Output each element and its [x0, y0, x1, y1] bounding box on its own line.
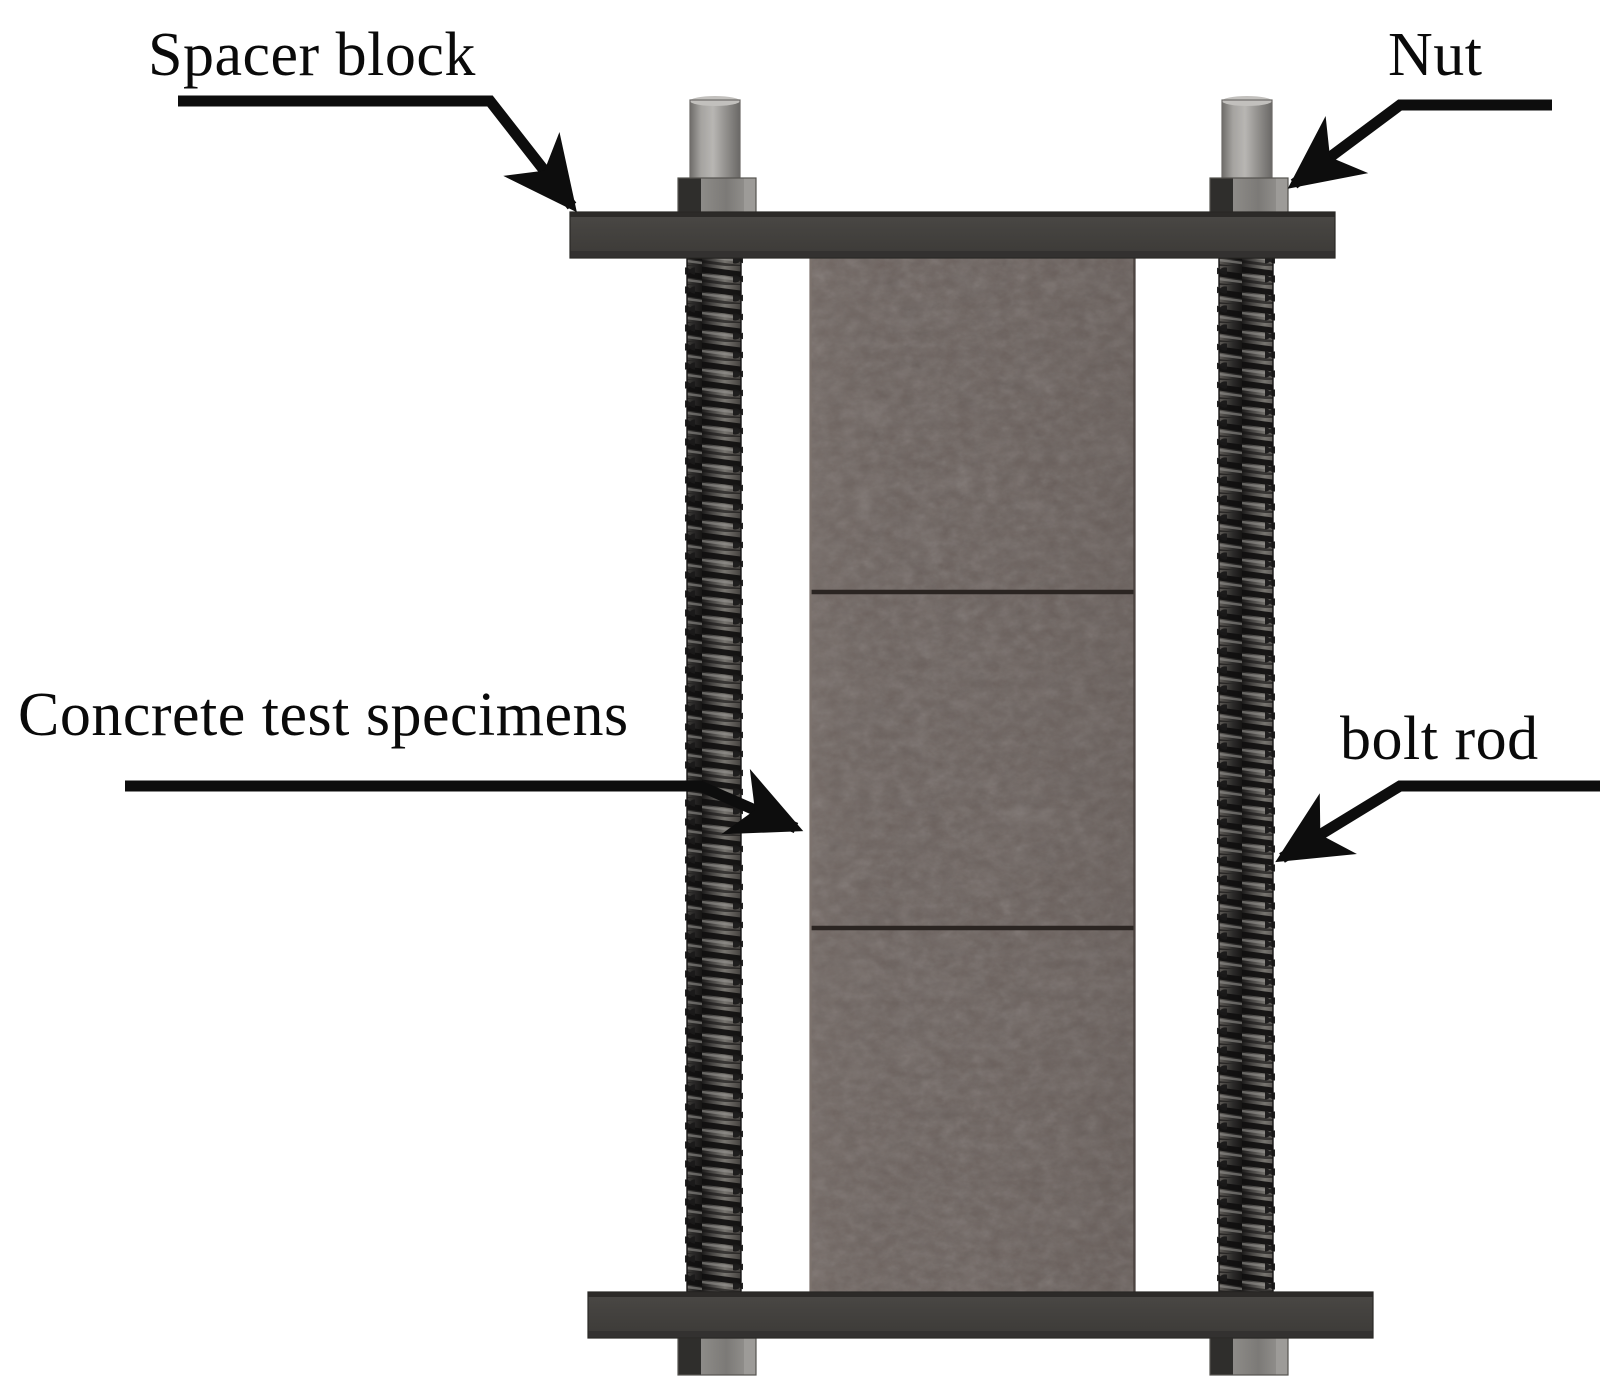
label-concrete-test-specimens: Concrete test specimens: [18, 681, 629, 749]
nut-top-right: [1209, 177, 1289, 216]
concrete-specimen-stack: [809, 258, 1136, 1292]
leader-concrete: [125, 768, 804, 835]
label-spacer-block: Spacer block: [148, 21, 476, 89]
leader-nut: [1287, 99, 1552, 189]
label-nut: Nut: [1388, 21, 1483, 89]
spacer-block-top-plate: [569, 211, 1336, 259]
label-bolt-rod: bolt rod: [1340, 705, 1539, 773]
nut-bottom-left: [677, 1337, 757, 1376]
nut-bottom-right: [1209, 1337, 1289, 1376]
nut-top-left: [677, 177, 757, 216]
leader-bolt-rod: [1275, 780, 1600, 863]
specimen-joint-line: [811, 589, 1134, 931]
spacer-block-bottom-plate: [587, 1291, 1374, 1339]
leader-spacer-block: [178, 95, 577, 213]
bolt-rod-right: [1217, 257, 1275, 1293]
bolt-rod-left: [685, 257, 743, 1293]
